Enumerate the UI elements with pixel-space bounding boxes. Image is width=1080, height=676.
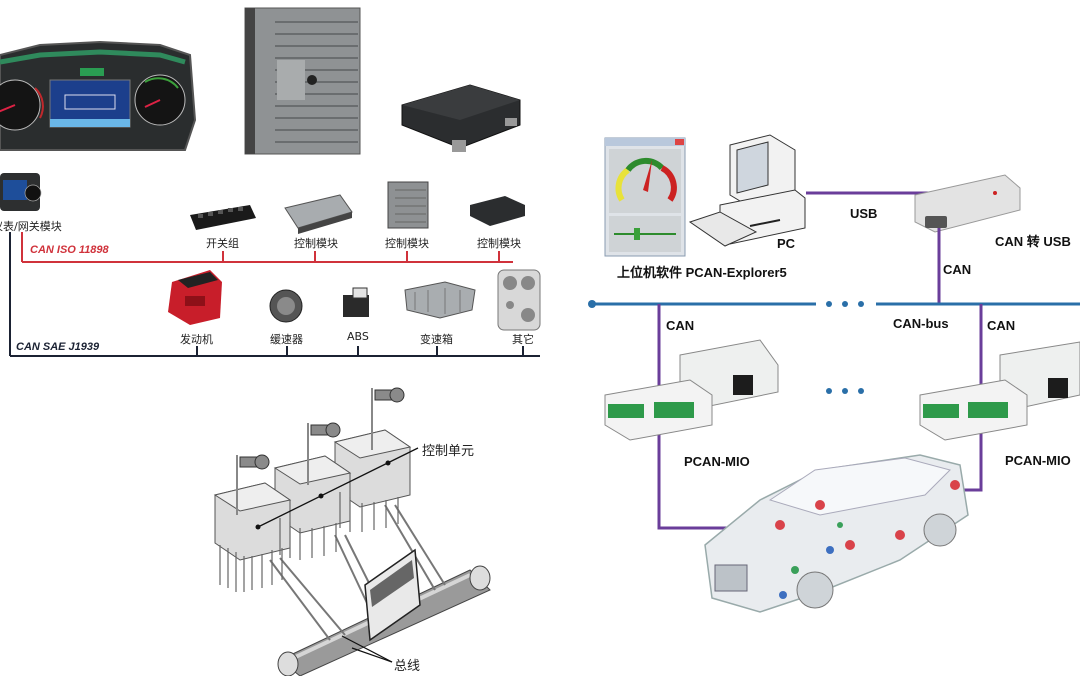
control-unit-label: 控制单元: [422, 444, 475, 459]
control-module-2-image: [387, 181, 429, 229]
left-can-label: CAN: [666, 318, 695, 333]
gateway-module-image: [0, 173, 42, 211]
pcan-mio-left-image: [604, 339, 779, 441]
j1939-node-label: 缓速器: [270, 333, 303, 346]
pc-image: [688, 134, 806, 247]
right-module-label: PCAN-MIO: [1005, 453, 1071, 468]
can-usb-adapter-image: [914, 174, 1021, 233]
left-module-label: PCAN-MIO: [684, 454, 750, 469]
instrument-cluster-image: [0, 40, 197, 151]
iso-node-label: 控制模块: [477, 237, 521, 250]
software-label: 上位机软件 PCAN-Explorer5: [617, 265, 787, 280]
pc-label: PC: [777, 236, 796, 251]
j1939-node-label: 变速箱: [420, 333, 453, 346]
iso-node-label: 控制模块: [385, 237, 429, 250]
adapter-can-label: CAN: [943, 262, 972, 277]
adapter-label: CAN 转 USB: [995, 234, 1071, 249]
switch-group-image: [190, 205, 256, 230]
ecu-small-image: [401, 84, 521, 152]
iso-node-label: 开关组: [206, 237, 239, 250]
pcan-explorer-window-image: [604, 137, 686, 257]
bus-concept-illustration: [213, 387, 491, 676]
j1939-bus-label: CAN SAE J1939: [16, 341, 100, 353]
module-ellipsis-dots: [826, 388, 864, 394]
control-module-3-image: [470, 196, 525, 226]
control-module-1-image: [284, 194, 353, 234]
abs-image: [343, 287, 369, 317]
j1939-node-label: ABS: [347, 330, 369, 343]
retarder-image: [269, 289, 303, 323]
bus-ellipsis-dots: [826, 301, 864, 307]
gearbox-image: [404, 281, 476, 319]
gateway-module-label: 仪表/网关模块: [0, 220, 62, 233]
j1939-node-label: 发动机: [180, 333, 213, 346]
ecu-large-image: [244, 7, 361, 155]
right-can-label: CAN: [987, 318, 1016, 333]
iso-node-label: 控制模块: [294, 237, 338, 250]
can-bus-label: CAN-bus: [893, 316, 949, 331]
engine-image: [168, 270, 222, 325]
car-image: [704, 454, 969, 613]
pcan-mio-right-image: [919, 341, 1080, 441]
bus-label: 总线: [394, 659, 421, 674]
other-device-image: [497, 269, 541, 331]
j1939-node-label: 其它: [512, 333, 534, 346]
iso-bus-label: CAN ISO 11898: [30, 244, 109, 256]
usb-label: USB: [850, 206, 878, 221]
